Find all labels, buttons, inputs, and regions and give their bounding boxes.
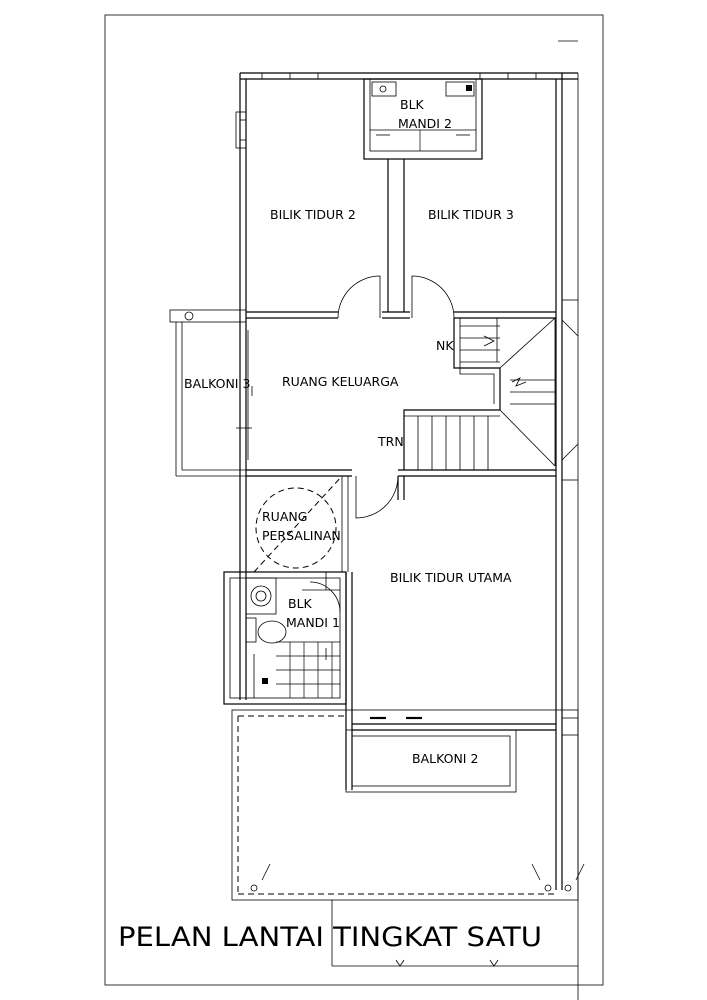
bathroom-1 bbox=[223, 571, 347, 705]
label-nk: NK bbox=[436, 338, 454, 353]
label-ruang-keluarga: RUANG KELUARGA bbox=[282, 374, 399, 389]
label-blk-mandi-2-line1: BLK bbox=[400, 97, 425, 112]
label-ruang-persalinan-line2: PERSALINAN bbox=[262, 528, 341, 543]
balcony-3 bbox=[169, 309, 253, 477]
outer-walls bbox=[235, 72, 579, 1000]
label-bilik-tidur-3: BILIK TIDUR 3 bbox=[428, 207, 514, 222]
master-bedroom-wall bbox=[246, 469, 556, 519]
label-blk-mandi-1-line1: BLK bbox=[288, 596, 313, 611]
drawing-title: PELAN LANTAI TINGKAT SATU bbox=[118, 922, 542, 953]
label-blk-mandi-2-line2: MANDI 2 bbox=[398, 116, 452, 131]
label-bilik-tidur-utama: BILIK TIDUR UTAMA bbox=[390, 570, 512, 585]
label-blk-mandi-1-line2: MANDI 1 bbox=[286, 615, 340, 630]
balcony-2 bbox=[345, 572, 556, 793]
dressing-room bbox=[253, 475, 349, 573]
door-swing-bilik-2 bbox=[337, 275, 381, 319]
label-balkoni-2: BALKONI 2 bbox=[412, 751, 478, 766]
staircase bbox=[403, 317, 579, 470]
bathroom-2 bbox=[363, 78, 483, 160]
label-trn: TRN bbox=[377, 434, 404, 449]
partition-wall bbox=[382, 159, 410, 319]
label-bilik-tidur-2: BILIK TIDUR 2 bbox=[270, 207, 356, 222]
bedroom-front-wall bbox=[246, 311, 556, 319]
label-ruang-persalinan-line1: RUANG bbox=[262, 509, 307, 524]
label-balkoni-3: BALKONI 3 bbox=[184, 376, 250, 391]
setback-line bbox=[231, 709, 585, 967]
door-swing-bilik-3 bbox=[411, 275, 455, 319]
sheet-border bbox=[104, 14, 604, 986]
